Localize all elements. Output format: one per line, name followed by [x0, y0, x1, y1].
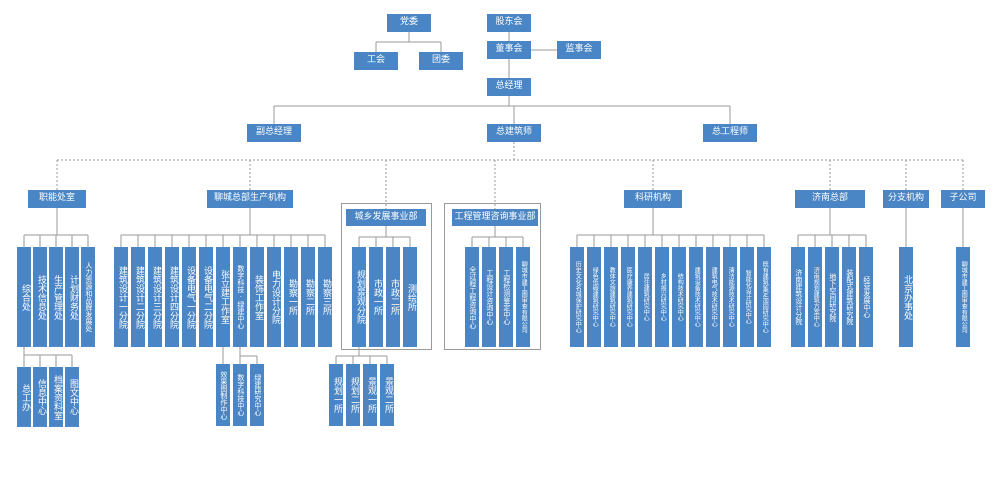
unit-zhang-studio: 张立建工作室: [216, 247, 230, 347]
jinan-prefab: 装配式建筑研究院: [842, 247, 856, 347]
research-rural: 乡村振兴研究中心: [655, 247, 669, 347]
unit-design-consult: 工程设计咨询中心: [482, 247, 496, 347]
jinan-arch-design: 济南建筑设计分院: [791, 247, 805, 347]
subsidiary-header: 子公司: [941, 190, 985, 208]
unit-whole-process-consult: 全过程工程咨询中心: [465, 247, 479, 347]
jinan-header: 济南总部: [795, 190, 865, 208]
branch-header: 分支机构: [883, 190, 929, 208]
party-committee-box: 党委: [387, 14, 431, 32]
union-box: 工会: [354, 52, 398, 70]
shareholders-box: 股东会: [487, 14, 531, 32]
sub-green-research: 绿建研究中心: [250, 364, 264, 426]
research-electrical: 建筑电气技术研究中心: [706, 247, 720, 347]
urban-division-frame: [341, 203, 432, 350]
unit-survey-1: 勘察一所: [284, 247, 298, 347]
unit-arch-design-2: 建筑设计二分院: [131, 247, 145, 347]
unit-review-company: 聊城市建工图审查有限公司: [516, 247, 530, 347]
unit-arch-design-1: 建筑设计一分院: [114, 247, 128, 347]
unit-arch-design-3: 建筑设计三分院: [148, 247, 162, 347]
unit-testing-center: 工程检测鉴定中心: [499, 247, 513, 347]
dept-hr-brand: 人力资源和品牌发展处: [81, 247, 95, 347]
unit-survey-3: 勘察三所: [318, 247, 332, 347]
jinan-underground: 地下空间研究院: [825, 247, 839, 347]
research-green-lowcarbon: 绿色低碳建筑研究中心: [587, 247, 601, 347]
general-manager-box: 总经理: [487, 78, 531, 96]
research-reinforcement: 既有建筑鉴定加固研究中心: [757, 247, 771, 347]
beijing-office: 北京办事处: [899, 247, 913, 347]
research-education-culture: 教体文旅建筑研究中心: [604, 247, 618, 347]
functional-dept-header: 职能处室: [28, 190, 86, 208]
research-clean-energy: 清洁能源技术研究中心: [723, 247, 737, 347]
sub-planning-2: 规划二所: [346, 364, 360, 426]
sub-landscape-1: 景观一所: [363, 364, 377, 426]
sub-graphics-center: 图文中心: [65, 367, 79, 427]
unit-survey-2: 勘察二所: [301, 247, 315, 347]
board-box: 董事会: [487, 41, 531, 59]
dept-finance: 计划财务处: [65, 247, 79, 347]
unit-arch-design-4: 建筑设计四分院: [165, 247, 179, 347]
consult-division-header: 工程管理咨询事业部: [452, 209, 538, 226]
supervisors-box: 监事会: [557, 41, 601, 59]
unit-power-design: 电力设计分院: [267, 247, 281, 347]
research-residential: 居住建筑研究中心: [638, 247, 652, 347]
research-healthcare: 医疗康养建筑研究中心: [621, 247, 635, 347]
sub-chief-office: 总工办: [17, 367, 31, 427]
dept-tech-info: 技术信息处: [33, 247, 47, 347]
jinan-planning-scheme: 济南规划建筑方案中心: [808, 247, 822, 347]
sub-landscape-2: 景观二所: [380, 364, 394, 426]
sub-planning-1: 规划一所: [329, 364, 343, 426]
jinan-business-dev: 经营发展中心: [859, 247, 873, 347]
unit-municipal-2: 市政二所: [386, 247, 400, 347]
chief-architect-box: 总建筑师: [487, 124, 541, 142]
unit-mep-1: 设备电气一分院: [182, 247, 196, 347]
research-equipment: 建筑设备技术研究中心: [689, 247, 703, 347]
consult-division-frame: [444, 203, 541, 350]
urban-division-header: 城乡发展事业部: [346, 209, 426, 226]
subsidiary-review-company: 聊城市建工图审查有限公司: [956, 247, 970, 347]
unit-digital-green: 数字科技·绿建中心: [233, 247, 247, 347]
league-box: 团委: [419, 52, 463, 70]
chief-engineer-box: 总工程师: [703, 124, 757, 142]
sub-rendering-center: 效果图制作中心: [216, 364, 230, 426]
research-header: 科研机构: [624, 190, 682, 208]
unit-municipal-1: 市政一所: [369, 247, 383, 347]
unit-surveying: 测绘所: [403, 247, 417, 347]
research-structure: 结构技术研究中心: [672, 247, 686, 347]
research-heritage: 历史文化名城保护研究中心: [570, 247, 584, 347]
deputy-gm-box: 副总经理: [247, 124, 301, 142]
dept-comprehensive: 综合处: [17, 247, 31, 347]
unit-mep-2: 设备电气二分院: [199, 247, 213, 347]
unit-planning-landscape: 规划景观分院: [352, 247, 366, 347]
sub-info-center: 信息中心: [33, 367, 47, 427]
unit-decoration-studio: 装饰工作室: [250, 247, 264, 347]
dept-production-mgmt: 生产管理处: [49, 247, 63, 347]
sub-digital-tech: 数字科技中心: [233, 364, 247, 426]
research-intelligent: 智能化设计研究中心: [740, 247, 754, 347]
production-header: 聊城总部生产机构: [207, 190, 293, 208]
sub-archives: 档案资料室: [49, 367, 63, 427]
